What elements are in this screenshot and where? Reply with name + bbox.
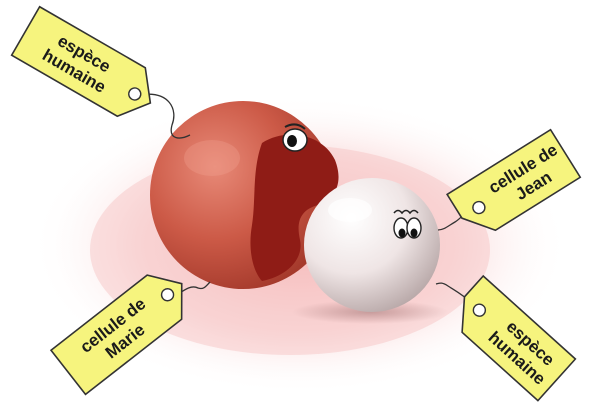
white-cell (304, 178, 440, 312)
tag-top-left: espèce humaine (12, 7, 165, 127)
